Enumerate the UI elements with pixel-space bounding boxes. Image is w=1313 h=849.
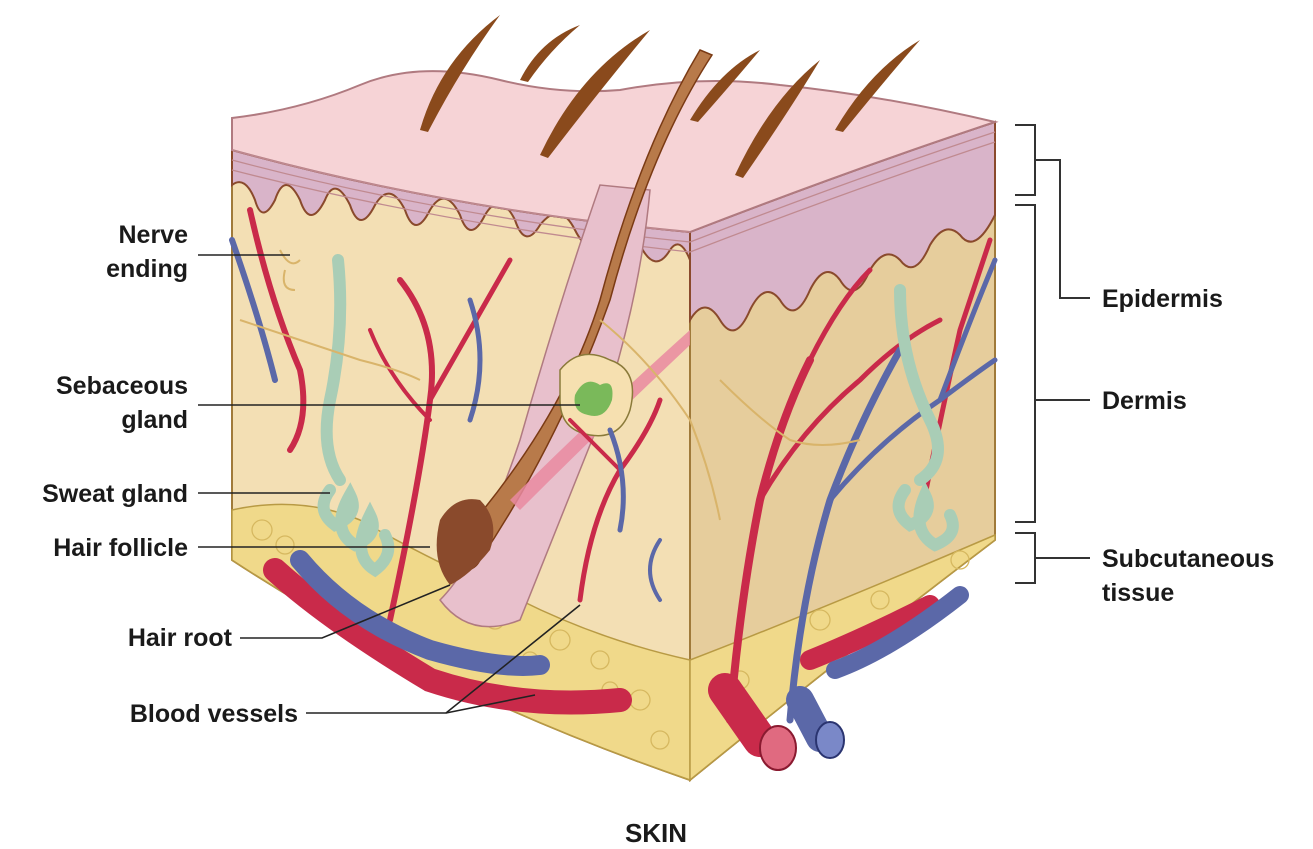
- label-nerve-ending-line2: ending: [106, 255, 188, 283]
- label-sebaceous-gland-line2: gland: [121, 406, 188, 434]
- brace-epidermis: [1015, 125, 1035, 195]
- diagram-title: SKIN: [625, 818, 687, 848]
- label-blood-vessels: Blood vessels: [130, 700, 298, 728]
- label-sebaceous-gland-line1: Sebaceous: [56, 372, 188, 400]
- brace-dermis: [1015, 205, 1035, 522]
- label-sweat-gland: Sweat gland: [42, 480, 188, 508]
- label-nerve-ending-line1: Nerve: [119, 221, 189, 249]
- brace-subcutaneous: [1015, 533, 1035, 583]
- artery-opening: [760, 726, 796, 770]
- label-epidermis: Epidermis: [1102, 285, 1223, 313]
- label-subcutaneous-line1: Subcutaneous: [1102, 545, 1274, 573]
- label-dermis: Dermis: [1102, 387, 1187, 415]
- vein-opening: [816, 722, 844, 758]
- brace-epidermis-stem: [1035, 160, 1090, 298]
- right-labels: Epidermis Dermis Subcutaneous tissue: [1015, 125, 1274, 607]
- label-hair-follicle: Hair follicle: [53, 534, 188, 562]
- label-subcutaneous-line2: tissue: [1102, 579, 1174, 607]
- label-hair-root: Hair root: [128, 624, 233, 652]
